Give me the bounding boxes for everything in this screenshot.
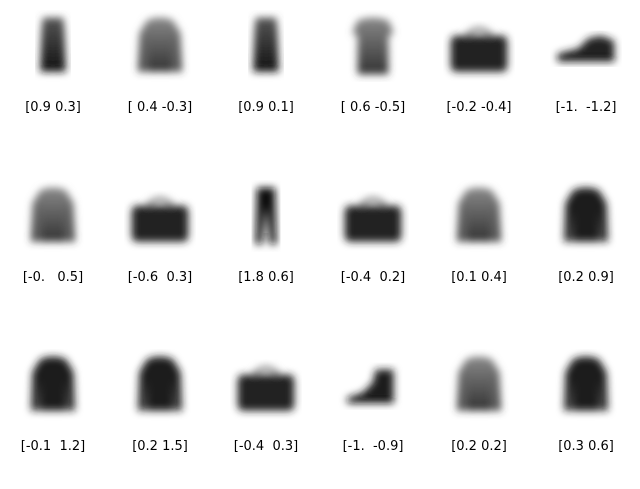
image-caption: [0.2 0.2] [451,439,507,454]
bag-image [131,197,189,242]
pullover-image [31,187,75,242]
image-caption: [-1. -0.9] [342,439,404,454]
grid-cell: [0.2 0.9] [533,170,639,320]
bag-image [237,366,295,411]
grid-cell: [-1. -1.2] [533,0,639,150]
grid-cell: [-0.2 -0.4] [426,0,532,150]
dress-image [253,17,279,72]
image-caption: [0.9 0.1] [238,100,294,115]
image-caption: [-0.2 -0.4] [446,100,512,115]
coat-image [31,356,75,411]
coat-image [564,187,608,242]
sneaker-image [557,35,615,62]
ankle-boot-image [347,369,394,403]
image-grid: [0.9 0.3] [ 0.4 -0.3] [0.9 0.1] [ 0.6 -0.5]… [0,0,639,454]
trouser-image [255,187,277,245]
dress-image [40,17,66,72]
shirt-image [352,17,394,75]
bag-image [450,27,508,72]
image-caption: [-0.1 1.2] [20,439,86,454]
pullover-image [457,356,501,411]
image-caption: [ 0.4 -0.3] [127,100,193,115]
grid-cell: [0.9 0.3] [0,0,106,150]
image-caption: [-0.4 0.2] [340,270,406,285]
image-caption: [0.2 0.9] [558,270,614,285]
grid-cell: [0.3 0.6] [533,339,639,489]
image-caption: [0.3 0.6] [558,439,614,454]
image-caption: [0.2 1.5] [132,439,188,454]
image-caption: [-1. -1.2] [555,100,617,115]
image-caption: [-0.6 0.3] [127,270,193,285]
grid-cell: [-0.1 1.2] [0,339,106,489]
grid-cell: [ 0.6 -0.5] [320,0,426,150]
grid-cell: [-0. 0.5] [0,170,106,320]
pullover-image [138,17,182,72]
grid-cell: [0.1 0.4] [426,170,532,320]
image-caption: [0.1 0.4] [451,270,507,285]
image-caption: [-0.4 0.3] [233,439,299,454]
grid-cell: [0.2 0.2] [426,339,532,489]
coat-image [138,356,182,411]
grid-cell: [0.2 1.5] [107,339,213,489]
grid-cell: [-0.4 0.3] [213,339,319,489]
grid-cell: [0.9 0.1] [213,0,319,150]
image-caption: [0.9 0.3] [25,100,81,115]
grid-cell: [1.8 0.6] [213,170,319,320]
image-caption: [-0. 0.5] [22,270,84,285]
grid-cell: [-1. -0.9] [320,339,426,489]
coat-image [564,356,608,411]
bag-image [344,197,402,242]
grid-cell: [-0.6 0.3] [107,170,213,320]
image-caption: [1.8 0.6] [238,270,294,285]
grid-cell: [-0.4 0.2] [320,170,426,320]
image-caption: [ 0.6 -0.5] [340,100,406,115]
grid-cell: [ 0.4 -0.3] [107,0,213,150]
pullover-image [457,187,501,242]
